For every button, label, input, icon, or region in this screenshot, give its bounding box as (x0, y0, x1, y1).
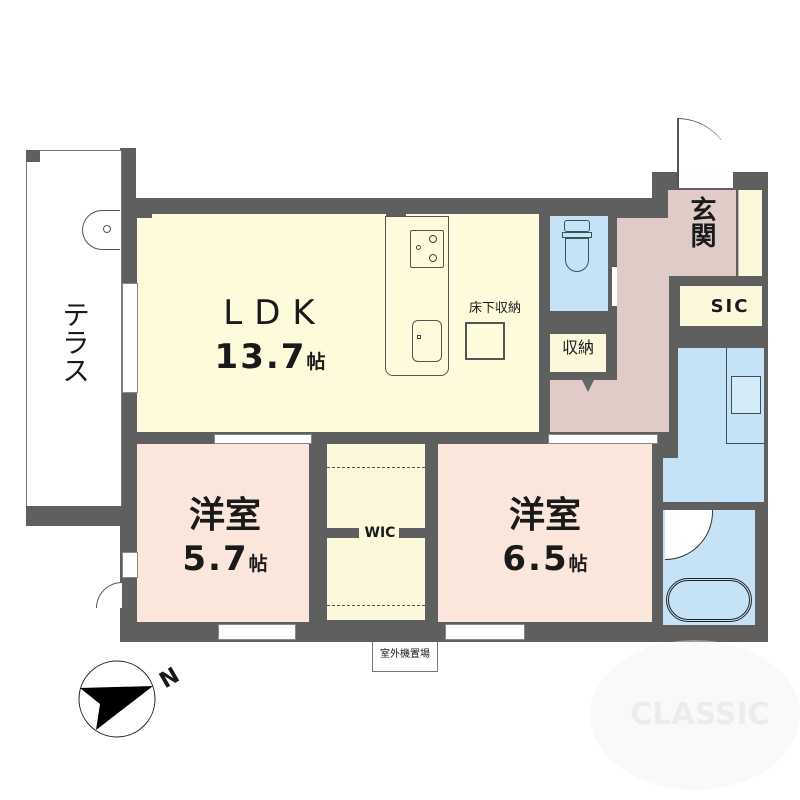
storage-door-marker (581, 378, 595, 392)
western-room-1-label: 洋室 (188, 495, 261, 536)
side-door[interactable] (96, 582, 122, 608)
wic-rail-bottom (327, 605, 425, 606)
underfloor-storage-hatch[interactable] (465, 322, 505, 360)
terrace-corner-post (26, 150, 40, 162)
terrace-bottom-wall (26, 506, 126, 526)
room-western-1 (137, 444, 309, 622)
room-ldk-notch (152, 214, 388, 224)
room-western-2 (438, 444, 652, 622)
outdoor-unit-label: 室外機置場 (380, 649, 430, 660)
entrance-door[interactable] (677, 118, 733, 188)
storage-label: 収納 (561, 338, 594, 357)
outdoor-faucet-icon (82, 210, 120, 250)
ldk-size-value: 13.7 (214, 337, 307, 377)
washbasin-icon (731, 376, 761, 414)
western-room-1-window-south (218, 624, 296, 640)
hallway-lower (550, 380, 669, 432)
room-washroom-lower (663, 458, 763, 502)
underfloor-storage-label: 床下収納 (468, 301, 521, 316)
western-room-1-size-unit: 帖 (248, 553, 268, 575)
western-room-1-size: 5.7帖 (170, 542, 280, 576)
western-room-1-window-north (214, 434, 312, 444)
hallway-upper (617, 218, 669, 268)
ldk-size-unit: 帖 (306, 351, 326, 373)
wic-rail-top (327, 467, 425, 468)
western-room-2-window-south (445, 624, 525, 640)
vanity-counter (726, 348, 764, 444)
shoe-cabinet[interactable] (738, 190, 762, 276)
sink-icon (412, 320, 442, 362)
kitchen-counter[interactable] (385, 216, 449, 376)
ldk-label: LDK (223, 293, 327, 333)
stove-icon (410, 230, 444, 268)
outdoor-unit-area (372, 642, 438, 672)
western-room-2-size: 6.5帖 (490, 542, 600, 576)
sic-label: SIC (710, 296, 750, 317)
western-room-2-size-unit: 帖 (568, 553, 588, 575)
wic-partition-left (327, 528, 359, 538)
wic-partition-right (399, 528, 425, 538)
wic-label: WIC (362, 526, 398, 540)
watermark (590, 640, 800, 790)
room-storage[interactable] (550, 334, 606, 372)
ldk-size: 13.7帖 (210, 340, 330, 374)
western-room-1-window-west (122, 552, 138, 578)
western-room-2-door-north[interactable] (548, 434, 658, 444)
outer-wall-terrace-side (120, 148, 136, 208)
ldk-window-west (122, 283, 138, 393)
terrace-label: テラス (58, 300, 91, 384)
room-sic[interactable] (680, 286, 762, 326)
compass-north-label: N (155, 663, 184, 695)
watermark-text: CLASSIC (630, 697, 770, 732)
entrance-label: 玄関 (686, 196, 716, 248)
terrace (26, 150, 122, 508)
western-room-2-label: 洋室 (508, 495, 581, 536)
western-room-1-size-value: 5.7 (182, 539, 249, 579)
western-room-2-size-value: 6.5 (502, 539, 569, 579)
ldk-upper-right (406, 214, 539, 224)
room-ldk (137, 218, 539, 432)
bathtub-icon (666, 578, 752, 622)
toilet-icon (562, 220, 592, 274)
room-entrance (668, 190, 736, 276)
